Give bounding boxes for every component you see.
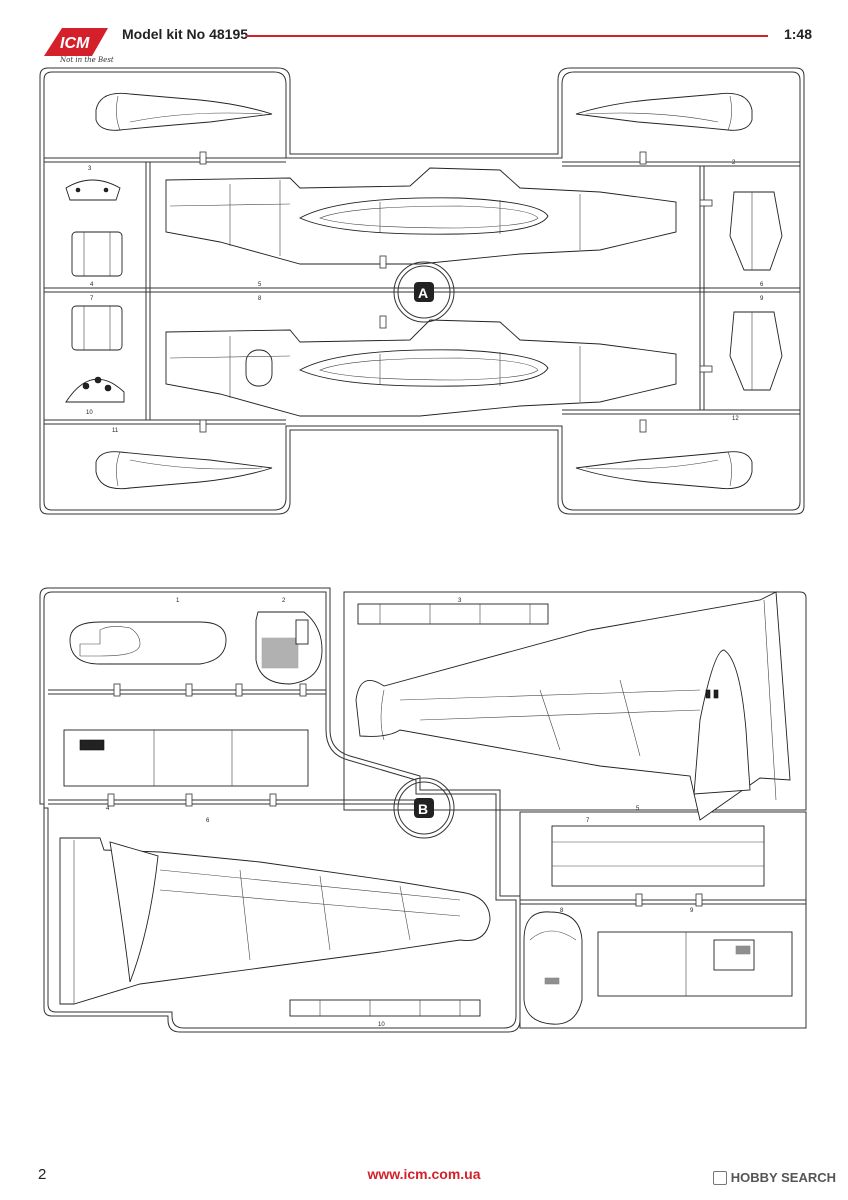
watermark: HOBBY SEARCH xyxy=(712,1170,836,1185)
part-num: 8 xyxy=(560,908,564,914)
part-num: 7 xyxy=(586,818,590,824)
part-num: 11 xyxy=(112,428,119,434)
website-link[interactable]: www.icm.com.ua xyxy=(367,1166,481,1182)
sprue-a-badge xyxy=(414,282,434,302)
part-num: 12 xyxy=(732,416,739,422)
part-num: 5 xyxy=(258,282,262,288)
hobby-search-icon xyxy=(712,1170,727,1185)
tagline: Not in the Best xyxy=(60,56,114,64)
watermark-label: HOBBY SEARCH xyxy=(730,1170,836,1185)
part-num: 9 xyxy=(690,908,694,914)
part-num: 2 xyxy=(732,160,736,166)
part-num: 8 xyxy=(258,296,262,302)
part-num: 1 xyxy=(176,598,180,604)
model-title: Model kit No 48195 xyxy=(122,26,249,42)
scale-label: 1:48 xyxy=(783,26,812,42)
part-num: 10 xyxy=(378,1022,385,1028)
logo-text: ICM xyxy=(60,35,90,52)
part-num: 3 xyxy=(458,598,462,604)
page-number: 2 xyxy=(38,1166,47,1183)
part-num: 9 xyxy=(760,296,764,302)
sprue-b-badge-label: B xyxy=(418,801,428,817)
part-num: 6 xyxy=(206,818,210,824)
part-num: 3 xyxy=(88,166,92,172)
sprue-a-drawing: A 3 4 5 6 7 8 9 10 11 12 2 xyxy=(39,67,805,515)
header-rule xyxy=(246,35,768,37)
part-num: 2 xyxy=(282,598,286,604)
sprue-a-badge-label: A xyxy=(418,285,428,301)
icm-logo: ICM xyxy=(44,28,108,56)
sprue-b-badge xyxy=(414,798,434,818)
part-num: 10 xyxy=(86,410,93,416)
page-header: ICM Not in the Best Model kit No 48195 1… xyxy=(0,0,848,70)
sprue-b-drawing: B 1 2 3 4 5 6 7 8 9 10 xyxy=(39,587,807,1033)
part-num: 6 xyxy=(760,282,764,288)
part-num: 4 xyxy=(90,282,94,288)
part-num: 7 xyxy=(90,296,94,302)
part-num: 4 xyxy=(106,806,110,812)
part-num: 5 xyxy=(636,806,640,812)
